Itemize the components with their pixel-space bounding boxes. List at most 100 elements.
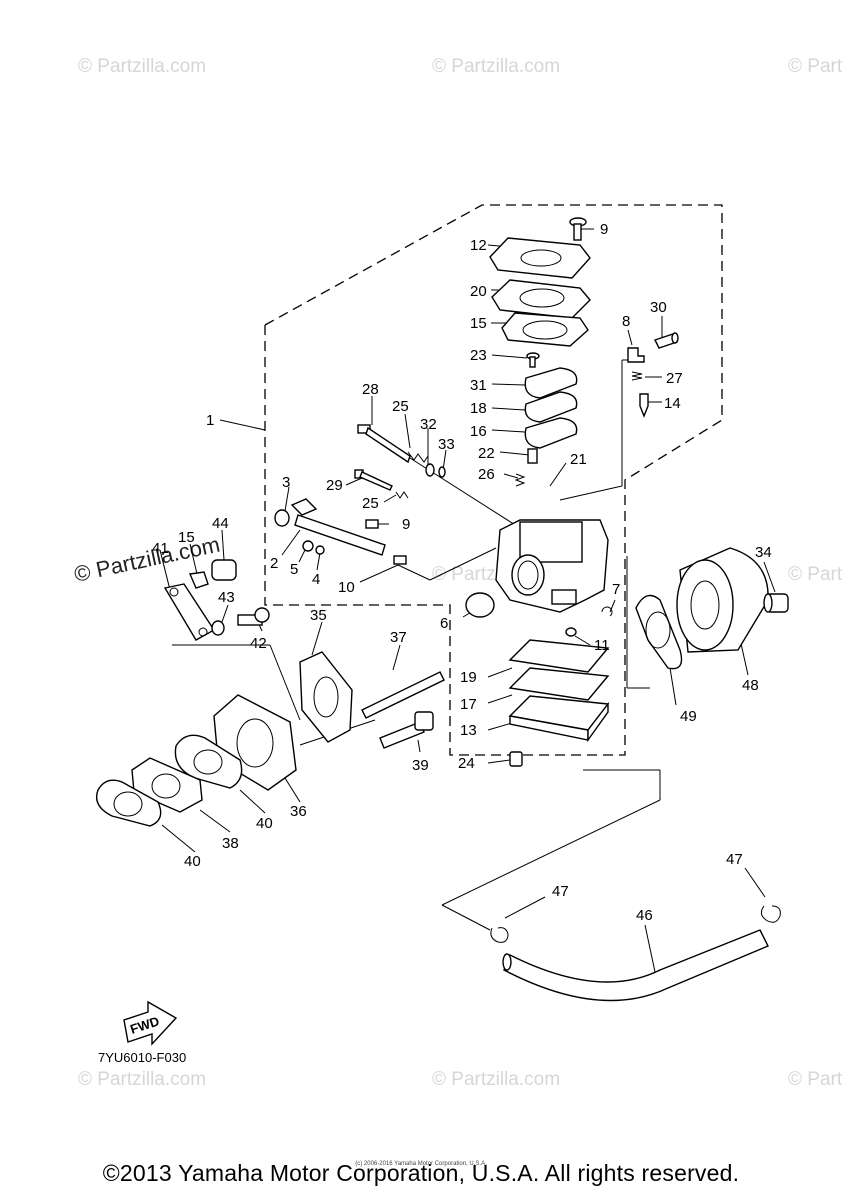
lever-31 (524, 367, 578, 399)
callout: 5 (290, 561, 298, 578)
plate-19 (508, 639, 610, 673)
washer-5 (302, 540, 314, 552)
callout: 16 (470, 423, 487, 440)
throttle-valve-6 (465, 592, 495, 618)
callout: 8 (622, 313, 630, 330)
spring-27 (631, 371, 643, 381)
callout: 40 (184, 853, 201, 870)
washer-43 (211, 620, 225, 636)
callout: 17 (460, 696, 477, 713)
clip-47-left (490, 927, 509, 943)
screw-9-top (569, 217, 587, 241)
callout: 20 (470, 283, 487, 300)
callout: 31 (470, 377, 487, 394)
callout: 43 (218, 589, 235, 606)
watermark: © Partzilla.com (78, 56, 206, 77)
diagram-code: 7YU6010-F030 (98, 1050, 186, 1065)
screw-22 (527, 448, 538, 464)
callout: 47 (552, 883, 569, 900)
carburetor-body (495, 519, 609, 613)
watermark: © Partzilla.com (432, 1069, 560, 1090)
small-copyright: (c) 2006-2016 Yamaha Motor Corporation, … (355, 1161, 487, 1167)
screw-10 (393, 555, 407, 565)
callout: 32 (420, 416, 437, 433)
bolt-39 (379, 711, 434, 749)
hose-46 (502, 929, 769, 1002)
gasket-17 (508, 667, 610, 701)
callout: 46 (636, 907, 653, 924)
diaphragm-20 (491, 279, 591, 319)
callout: 23 (470, 347, 487, 364)
callout: 22 (478, 445, 495, 462)
callout: 1 (206, 412, 214, 429)
callout: 21 (570, 451, 587, 468)
collar-34 (763, 593, 789, 613)
callout: 38 (222, 835, 239, 852)
callout: 25 (392, 398, 409, 415)
lever-18 (524, 391, 578, 423)
callout: 9 (600, 221, 608, 238)
callout: 4 (312, 571, 320, 588)
gasket-35 (299, 651, 353, 743)
washer-4 (315, 545, 325, 555)
callout: 3 (282, 474, 290, 491)
callout: 28 (362, 381, 379, 398)
callout: 6 (440, 615, 448, 632)
callout: 48 (742, 677, 759, 694)
callout: 19 (460, 669, 477, 686)
oring-33 (438, 466, 446, 478)
spring-25-lower (395, 491, 409, 499)
cover-13 (508, 695, 610, 743)
callout: 27 (666, 370, 683, 387)
watermark: © Partzilla.com (788, 564, 842, 585)
nut-15 (188, 571, 209, 589)
callout: 47 (726, 851, 743, 868)
callout: 26 (478, 466, 495, 483)
callout: 39 (412, 757, 429, 774)
needle-valve-14 (639, 393, 649, 418)
callout: 35 (310, 607, 327, 624)
callout: 11 (594, 637, 610, 654)
screw-24 (509, 751, 523, 767)
screw-29 (354, 469, 393, 491)
callout: 24 (458, 755, 475, 772)
callout: 10 (338, 579, 355, 596)
callout: 49 (680, 708, 697, 725)
watermark: © Partzilla.com (788, 56, 842, 77)
callout: 13 (460, 722, 477, 739)
callout: 41 (152, 540, 169, 557)
screw-9-lower (365, 519, 379, 529)
plug-11 (565, 627, 577, 637)
callout: 18 (470, 400, 487, 417)
clip-47-right (760, 905, 781, 923)
spring-25-upper (407, 451, 429, 463)
gasket-40-lower (95, 779, 162, 827)
callout: 9 (402, 516, 410, 533)
stud-37 (361, 671, 445, 719)
pin-30 (654, 332, 679, 349)
cover-plate-12 (489, 237, 591, 279)
watermark: © Partzilla.com (788, 1069, 842, 1090)
bolt-42 (237, 607, 270, 626)
leader-lines (159, 228, 776, 973)
gasket-49 (635, 594, 683, 670)
callout: 37 (390, 629, 407, 646)
callout: 29 (326, 477, 343, 494)
watermark: © Partzilla.com (78, 1069, 206, 1090)
callout: 12 (470, 237, 487, 254)
callout: 30 (650, 299, 667, 316)
bracket-8 (627, 347, 645, 363)
callout: 7 (612, 581, 620, 598)
callout: 36 (290, 803, 307, 820)
screw-23 (526, 352, 540, 368)
spring-26 (514, 473, 526, 487)
callout: 2 (270, 555, 278, 572)
lever-16 (524, 417, 578, 449)
fwd-arrow-icon: FWD (123, 1000, 178, 1046)
callout: 25 (362, 495, 379, 512)
flame-arrester-48 (676, 547, 769, 653)
gasket-15 (501, 312, 589, 347)
callout-labels: 1 2 3 4 5 6 7 8 9 9 10 11 12 13 14 15 15… (152, 221, 772, 924)
assembly-outline (264, 204, 723, 756)
